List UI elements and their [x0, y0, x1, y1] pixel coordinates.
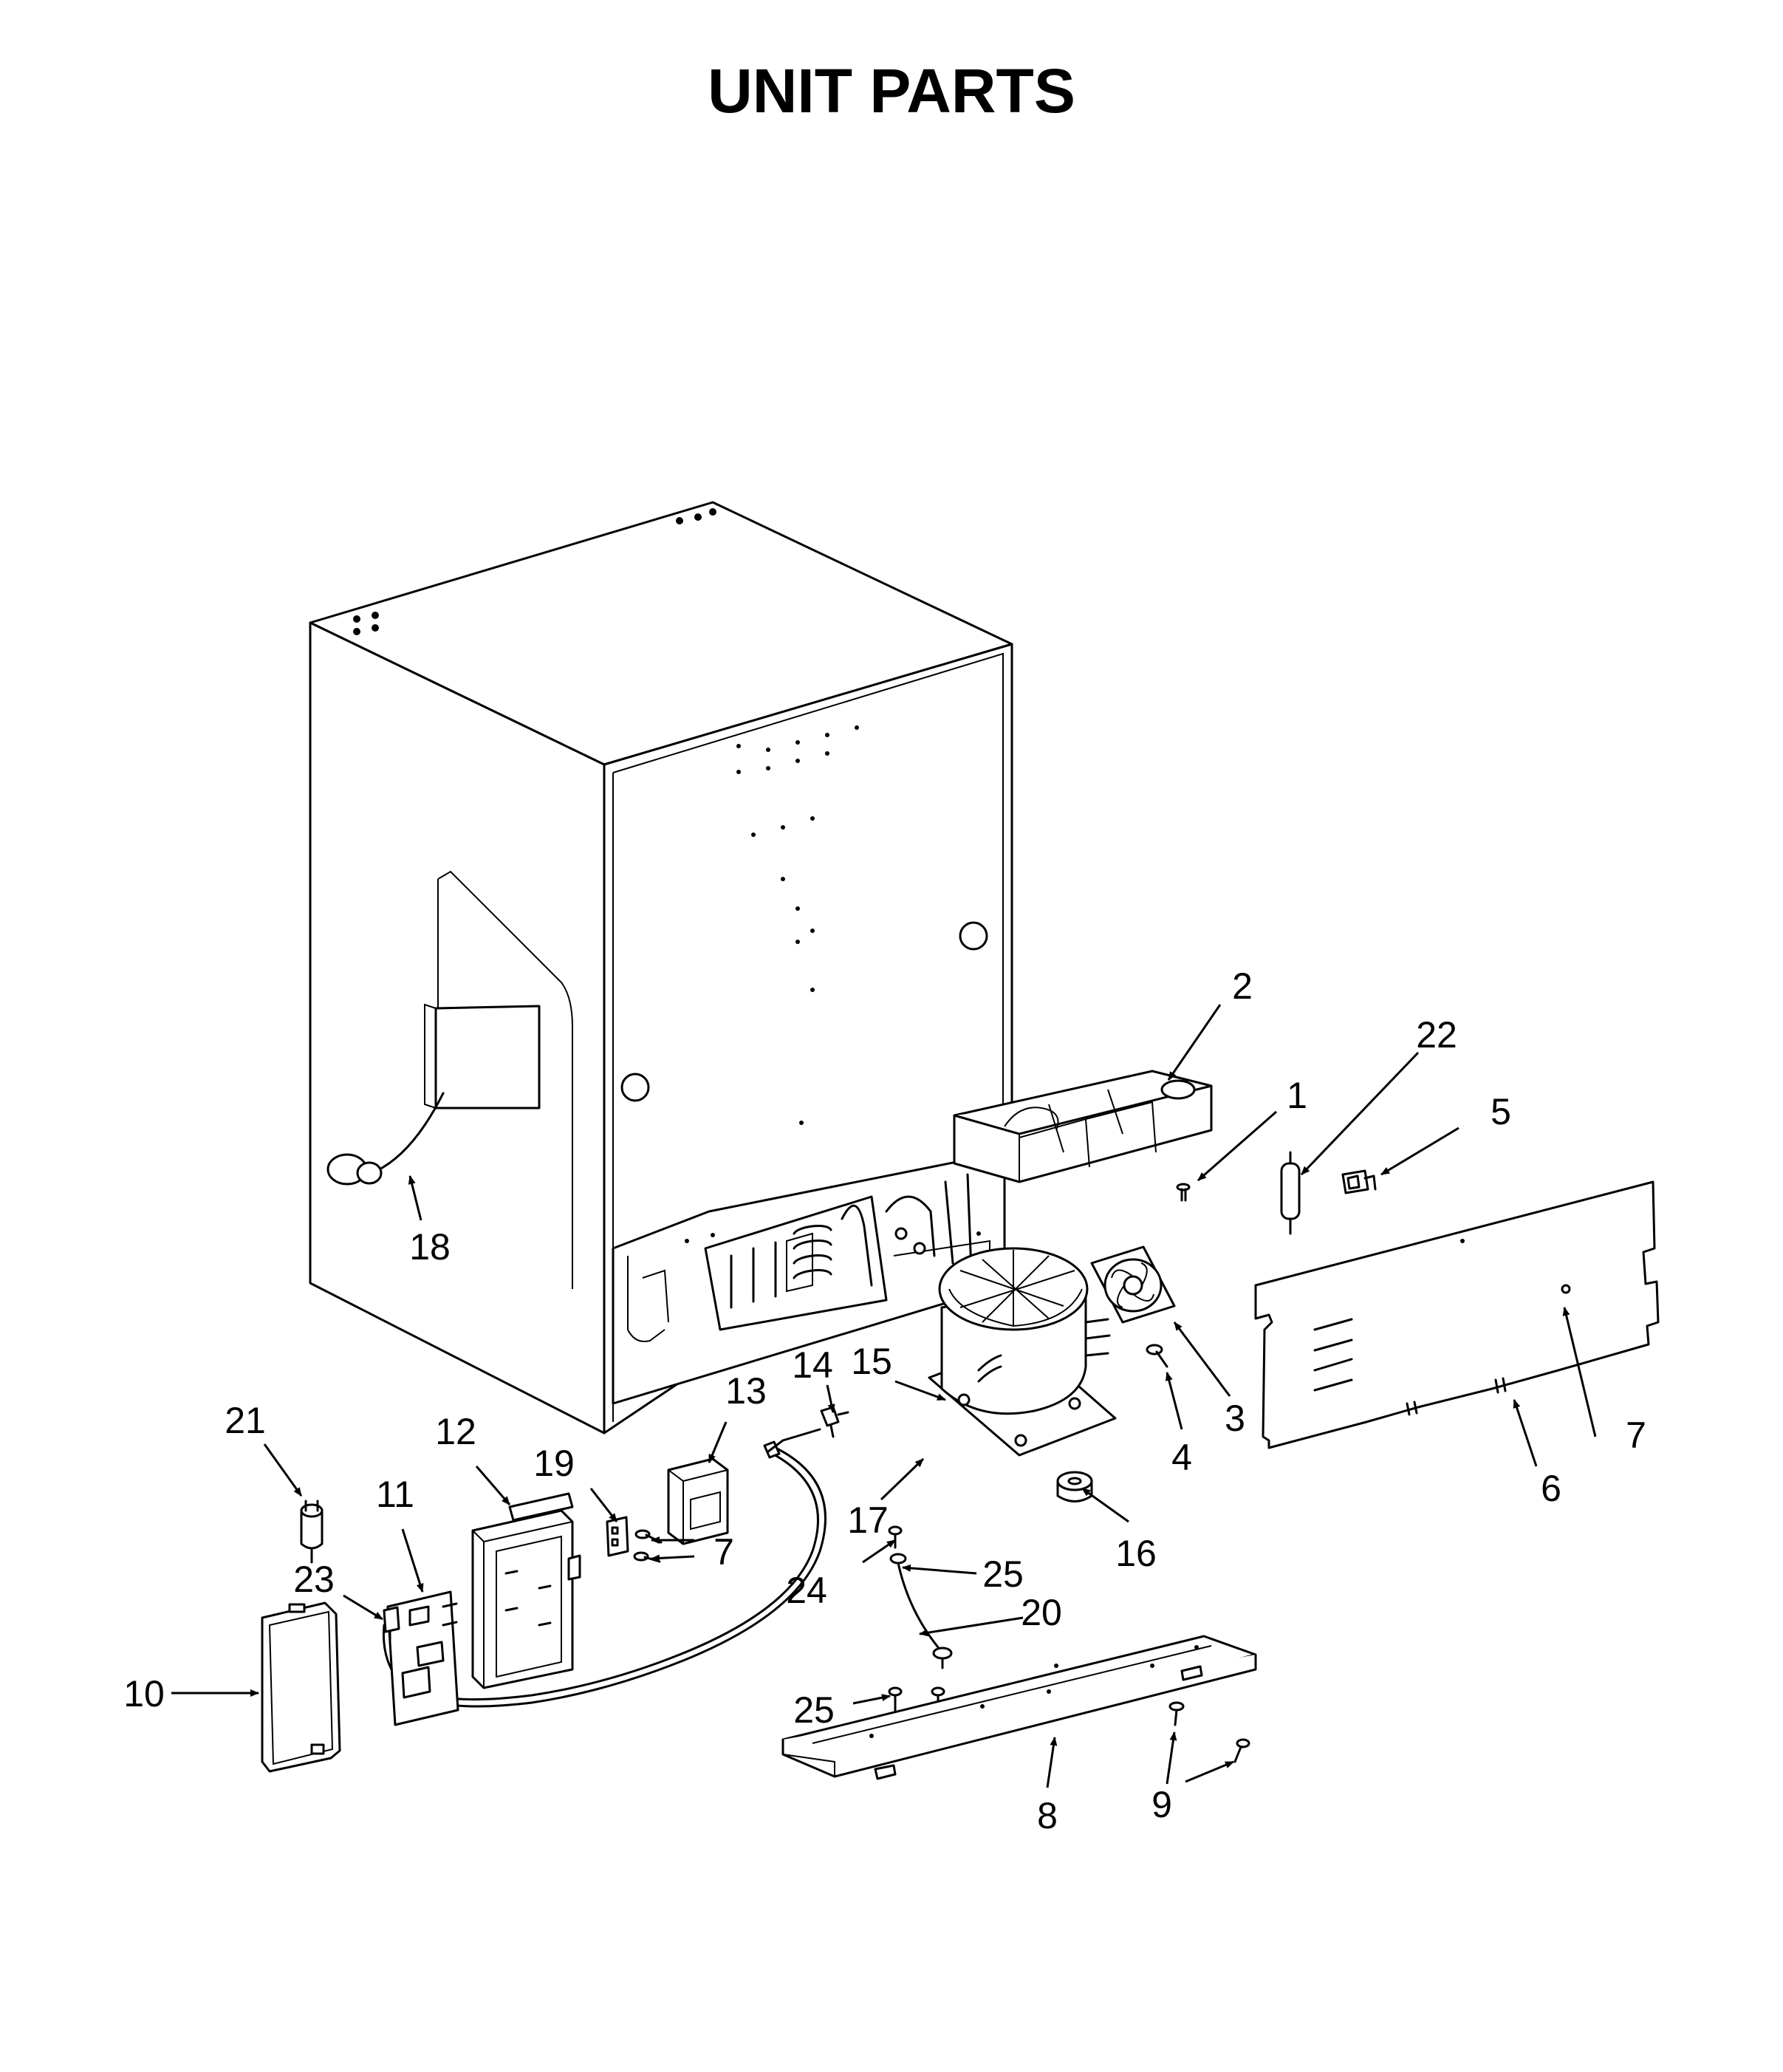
callout-9: 9	[1151, 1784, 1172, 1825]
callout-6: 6	[1541, 1468, 1561, 1509]
callout-10: 10	[123, 1673, 165, 1714]
callout-5: 5	[1491, 1091, 1511, 1132]
connector-part-23	[383, 1606, 400, 1645]
cabinet-body	[309, 501, 1013, 1435]
callout-8: 8	[1037, 1795, 1058, 1836]
compressor	[928, 1247, 1117, 1457]
callout-14: 14	[792, 1344, 833, 1386]
callout-1: 1	[1287, 1075, 1307, 1116]
access-panel	[1254, 1180, 1660, 1449]
callout-23: 23	[293, 1559, 335, 1600]
control-board	[386, 1590, 459, 1726]
callout-4: 4	[1171, 1437, 1192, 1478]
callout-labels: 1 2 3 4 5 6 7 7 8 9 10 11 12 13 14 15 16…	[123, 965, 1646, 1836]
callout-2: 2	[1232, 965, 1253, 1007]
page-title: UNIT PARTS	[708, 56, 1075, 126]
callout-25-lower: 25	[793, 1689, 835, 1731]
screws-part-9	[1168, 1701, 1250, 1763]
filter-drier	[1280, 1151, 1301, 1235]
control-cover	[261, 1601, 341, 1773]
grommet	[1056, 1471, 1093, 1502]
callout-3: 3	[1225, 1398, 1245, 1439]
callout-13: 13	[725, 1370, 767, 1412]
callout-11: 11	[376, 1474, 414, 1515]
callout-19: 19	[533, 1443, 575, 1484]
callout-20: 20	[1021, 1592, 1062, 1633]
clip-part-5	[1341, 1169, 1377, 1194]
callout-22: 22	[1416, 1014, 1457, 1056]
callout-16: 16	[1115, 1533, 1157, 1574]
callout-17: 17	[847, 1500, 889, 1541]
capacitor	[300, 1500, 324, 1564]
condenser-fan	[1090, 1245, 1176, 1324]
callout-24: 24	[786, 1570, 827, 1611]
callout-18: 18	[409, 1226, 451, 1268]
callout-12: 12	[435, 1411, 476, 1452]
base-rail	[781, 1635, 1257, 1780]
screws-part-7	[633, 1529, 663, 1563]
mounting-hardware	[888, 1525, 953, 1714]
drain-pan	[953, 1070, 1213, 1183]
sensor	[820, 1406, 849, 1438]
screw-part-1	[1176, 1183, 1191, 1202]
callout-15: 15	[851, 1341, 892, 1382]
screw-part-4	[1146, 1344, 1168, 1368]
callout-7-screws: 7	[713, 1531, 734, 1573]
callout-21: 21	[225, 1400, 266, 1441]
callout-7-panel: 7	[1626, 1415, 1646, 1456]
bracket-part-19	[606, 1516, 629, 1557]
callout-25-upper: 25	[982, 1553, 1024, 1595]
callout-leaders	[171, 1004, 1597, 1788]
control-box	[471, 1492, 581, 1689]
